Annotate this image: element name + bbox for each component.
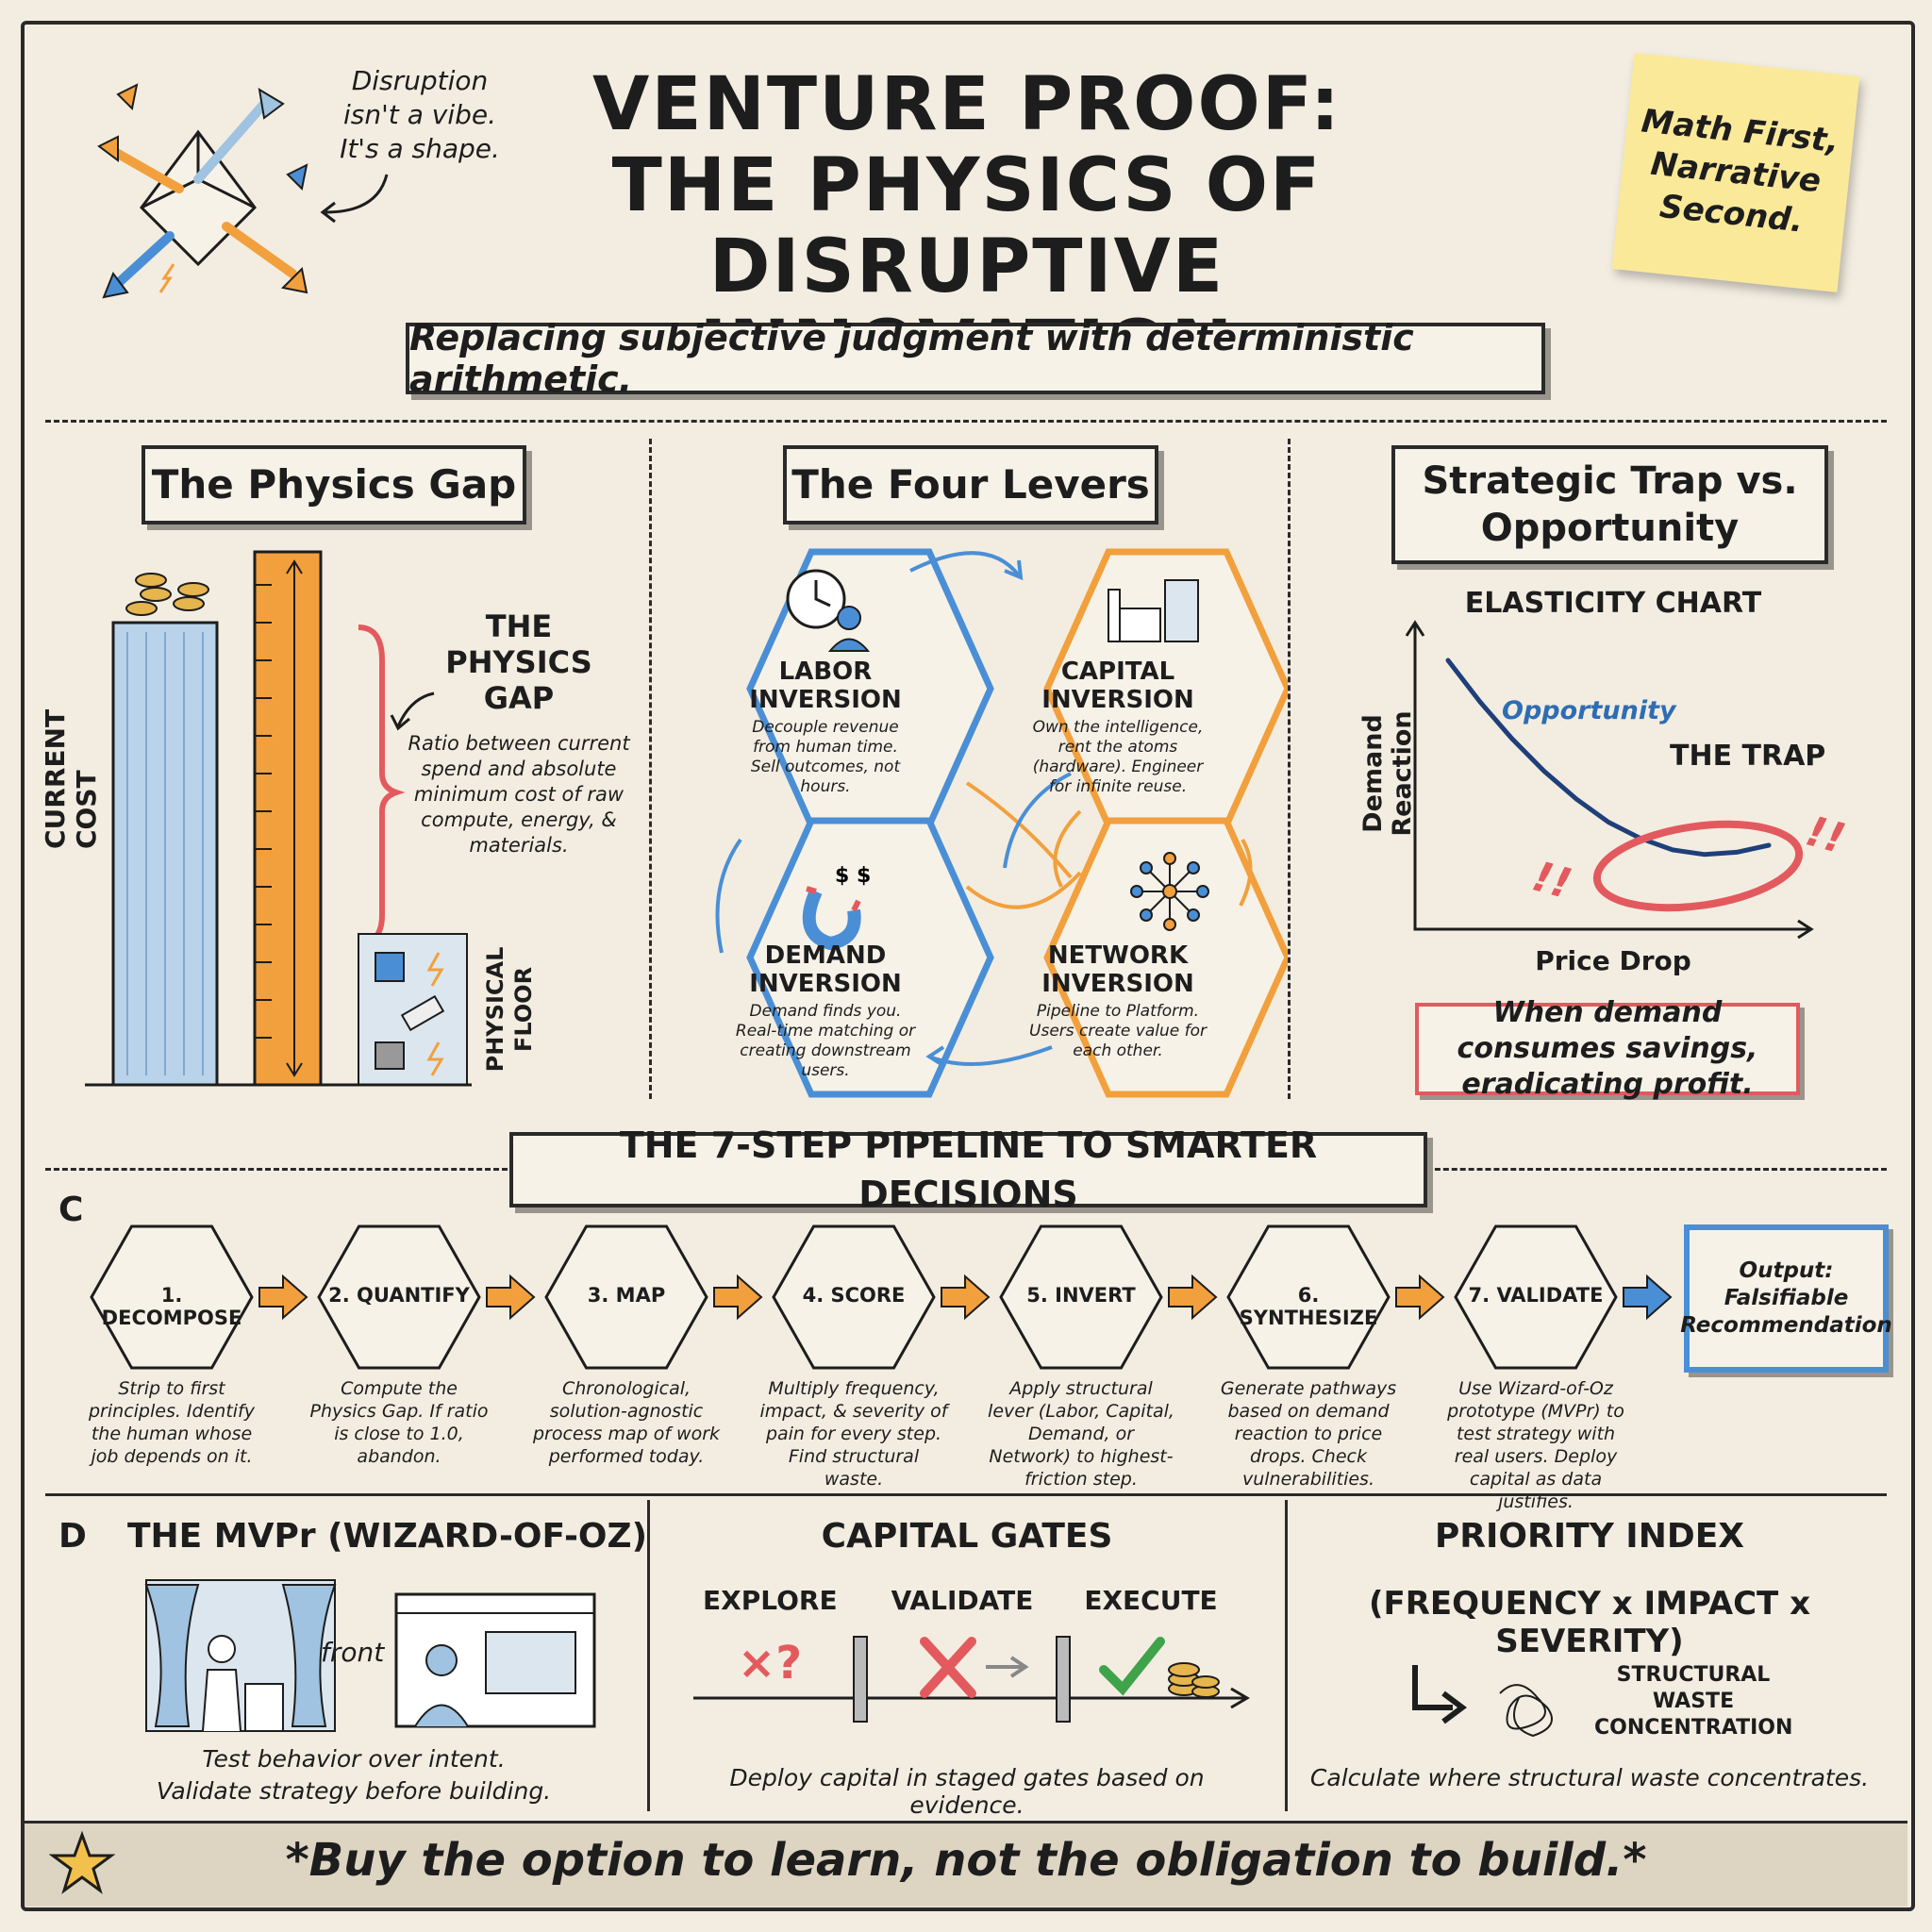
star-icon — [49, 1830, 115, 1894]
column-divider — [1288, 439, 1291, 1099]
pipeline-step-description: Use Wizard-of-Oz prototype (MVPr) to tes… — [1447, 1378, 1624, 1512]
elasticity-chart — [1405, 620, 1814, 940]
pipeline-step-hexagon — [317, 1224, 481, 1370]
trap-highlight-ellipse — [1592, 820, 1804, 912]
four-levers-hexagons: $ $ — [715, 548, 1288, 1098]
chart-annotation-opportunity: Opportunity — [1502, 696, 1676, 725]
pipeline-arrow-icon — [258, 1274, 308, 1321]
priority-heading: PRIORITY INDEX — [1434, 1517, 1745, 1556]
footer-quote: *Buy the option to learn, not the obliga… — [285, 1834, 1647, 1887]
pipeline-step-description: Generate pathways based on demand reacti… — [1220, 1378, 1397, 1490]
wizard-of-oz-illustration — [144, 1579, 596, 1732]
chart-y-arrowhead — [1405, 620, 1425, 637]
pipeline-arrow-icon — [1168, 1274, 1218, 1321]
front-label: front — [321, 1637, 385, 1668]
trap-callout: When demand consumes savings, eradicatin… — [1415, 996, 1800, 1101]
pointer-arrow-icon — [390, 691, 435, 731]
pipeline-arrow-icon — [486, 1274, 536, 1321]
mvpr-heading: THE MVPr (WIZARD-OF-OZ) — [127, 1517, 648, 1556]
physics-gap-illustration — [85, 550, 472, 1087]
section-letter-d: D — [58, 1517, 87, 1556]
pipeline-step-description: Compute the Physics Gap. If ratio is clo… — [309, 1378, 489, 1467]
chart-annotation-trap: THE TRAP — [1670, 740, 1826, 773]
four-levers-heading: The Four Levers — [783, 445, 1158, 525]
pipeline-step-hexagon — [1454, 1224, 1618, 1370]
capital-gates-timeline — [693, 1636, 1250, 1723]
priority-caption: Calculate where structural waste concent… — [1309, 1764, 1870, 1791]
chart-x-arrowhead — [1797, 919, 1814, 940]
section-divider — [45, 420, 1887, 423]
pipeline-step-hexagon — [90, 1224, 254, 1370]
pipeline-arrow-icon — [1395, 1274, 1445, 1321]
section-divider — [45, 1168, 508, 1171]
pipeline-step-label: 7. VALIDATE — [1468, 1284, 1604, 1307]
priority-formula: (FREQUENCY x IMPACT x SEVERITY) — [1368, 1585, 1811, 1660]
column-divider — [649, 439, 652, 1099]
pipeline-step-label: 4. SCORE — [802, 1284, 906, 1307]
chart-x-label: Price Drop — [1535, 945, 1691, 976]
sticky-note: Math First, Narrative Second. — [1611, 53, 1860, 292]
gate-explore-label: EXPLORE — [703, 1585, 838, 1616]
page-frame — [21, 21, 1915, 1911]
pipeline-step-description: Multiply frequency, impact, & severity o… — [759, 1378, 948, 1490]
pipeline-step-label: 2. QUANTIFY — [328, 1284, 470, 1307]
pipeline-heading: THE 7-STEP PIPELINE TO SMARTER DECISIONS — [509, 1124, 1427, 1215]
capital-gates-heading: CAPITAL GATES — [821, 1517, 1113, 1556]
tagline-quote: Disruption isn't a vibe. It's a shape. — [340, 65, 500, 164]
pipeline-step-label: 1. DECOMPOSE — [101, 1284, 242, 1329]
section-letter-c: C — [58, 1191, 84, 1229]
pipeline-output-box: Output: Falsifiable Recommendation — [1680, 1224, 1892, 1373]
section-divider — [1426, 1168, 1887, 1171]
section-divider — [45, 1493, 1887, 1496]
capital-gates-caption: Deploy capital in staged gates based on … — [729, 1764, 1205, 1819]
pipeline-step-label: 3. MAP — [587, 1284, 666, 1307]
pipeline-step-hexagon — [544, 1224, 708, 1370]
pipeline-step-description: Apply structural lever (Labor, Capital, … — [988, 1378, 1174, 1490]
current-cost-axis-label: CURRENT COST — [40, 708, 102, 849]
physics-gap-description: Ratio between current spend and absolute… — [408, 732, 630, 857]
pipeline-arrow-icon — [1623, 1274, 1673, 1321]
pipeline-arrow-icon — [713, 1274, 763, 1321]
pipeline-arrow-icon — [941, 1274, 991, 1321]
gate-validate-label: VALIDATE — [891, 1585, 1034, 1616]
gate-execute-label: EXECUTE — [1084, 1585, 1218, 1616]
pipeline-steps — [90, 1224, 1673, 1370]
pipeline-step-label: 6. SYNTHESIZE — [1239, 1284, 1378, 1329]
footer-bar — [25, 1821, 1907, 1907]
column-divider — [647, 1500, 650, 1811]
svg-text:$ $: $ $ — [835, 864, 871, 888]
disruption-burst-icon — [97, 83, 308, 299]
pipeline-step-description: Chronological, solution-agnostic process… — [532, 1378, 721, 1467]
pipeline-step-hexagon — [1226, 1224, 1391, 1370]
mvpr-caption: Test behavior over intent.Validate strat… — [156, 1745, 552, 1805]
chart-y-label: Demand Reaction — [1358, 710, 1417, 837]
waste-concentration-icon — [1412, 1665, 1553, 1738]
pipeline-step-hexagon — [772, 1224, 936, 1370]
pipeline-step-hexagon — [999, 1224, 1163, 1370]
chart-title: ELASTICITY CHART — [1464, 587, 1762, 620]
pipeline-step-label: 5. INVERT — [1026, 1284, 1136, 1307]
pipeline-step-description: Strip to first principles. Identify the … — [89, 1378, 255, 1467]
chart-axis — [1413, 623, 1811, 931]
column-divider — [1285, 1500, 1288, 1811]
explore-mark: ×? — [738, 1637, 803, 1690]
subtitle-banner: Replacing subjective judgment with deter… — [406, 317, 1545, 400]
strategic-heading: Strategic Trap vs.Opportunity — [1391, 445, 1828, 564]
physics-gap-heading: The Physics Gap — [142, 445, 526, 525]
curved-arrow-icon — [320, 174, 389, 224]
